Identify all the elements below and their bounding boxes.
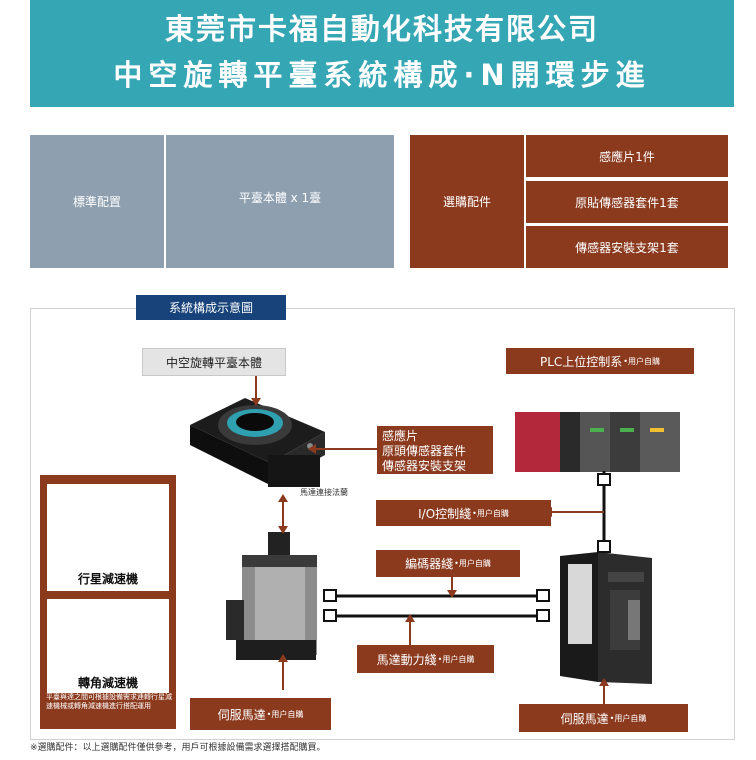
optional-item-sensor-bracket: 傳感器安裝支架1套	[526, 226, 728, 268]
optional-config-label: 選購配件	[410, 135, 524, 268]
diagram-frame	[30, 308, 735, 740]
sensor-accessories-list: 感應片 原頭傳感器套件 傳感器安裝支架	[377, 426, 493, 474]
power-cable-text: 馬達動力綫	[376, 652, 437, 667]
io-cable-note: •用户自購	[472, 508, 509, 518]
page-subtitle: 中空旋轉平臺系統構成·N開環步進	[113, 58, 651, 92]
plc-label: PLC上位控制系•用户自購	[506, 348, 694, 374]
section-tag: 系統構成示意圖	[136, 295, 286, 320]
standard-config-label: 標準配置	[30, 135, 164, 268]
platform-label: 中空旋轉平臺本體	[142, 348, 286, 376]
servo-motor-label: 伺服馬達•用户自購	[190, 698, 331, 730]
encoder-cable-label: 編碼器綫•用户自購	[376, 550, 520, 577]
footnote: ※選購配件：以上選購配件僅供參考，用戶可根據設備需求選擇搭配購買。	[30, 743, 326, 753]
plc-label-text: PLC上位控制系	[539, 354, 623, 369]
io-cable-label: I/O控制綫•用户自購	[376, 500, 551, 526]
sensor-line-bracket: 傳感器安裝支架	[382, 459, 467, 473]
planetary-reducer-card: 行星減速機	[47, 484, 169, 591]
sensor-line-plate: 感應片	[382, 429, 419, 443]
right-angle-reducer-card: 轉角減速機	[47, 599, 169, 693]
servo-motor-note: •用户自購	[266, 709, 304, 719]
standard-config-value: 平臺本體 x 1臺	[166, 135, 394, 268]
servo-motor-image	[226, 532, 317, 660]
servo-driver-text: 伺服馬達	[560, 711, 609, 726]
header-banner: 東莞市卡福自動化科技有限公司 中空旋轉平臺系統構成·N開環步進	[30, 0, 734, 107]
plc-image	[515, 412, 680, 472]
plc-label-note: •用户自購	[623, 356, 661, 366]
reducer-note: 平臺與達之間可根據設備需求連轉行星減速機械或轉角減速機進行搭配運用	[46, 693, 172, 710]
encoder-cable-note: •用户自購	[454, 559, 491, 568]
motor-flange-label: 馬達連接法蘭	[300, 488, 348, 497]
power-cable-label: 馬達動力綫•用户自購	[357, 645, 494, 673]
planetary-reducer-label: 行星減速機	[77, 572, 138, 586]
power-cable-note: •用户自購	[437, 654, 475, 664]
sensor-line-kit: 原頭傳感器套件	[382, 444, 467, 458]
servo-motor-text: 伺服馬達	[217, 707, 266, 722]
servo-driver-image	[560, 552, 652, 684]
company-title: 東莞市卡福自動化科技有限公司	[164, 12, 599, 46]
right-angle-reducer-label: 轉角減速機	[77, 676, 138, 690]
optional-item-sensor-kit: 原貼傳感器套件1套	[526, 181, 728, 223]
optional-item-sensor-plate: 感應片1件	[526, 135, 728, 177]
servo-driver-note: •用户自購	[609, 713, 647, 723]
servo-driver-label: 伺服馬達•用户自購	[519, 704, 688, 732]
encoder-cable-text: 編碼器綫	[405, 557, 454, 571]
reducer-panel: 行星減速機 轉角減速機	[40, 475, 176, 729]
rotary-platform-image	[190, 398, 325, 487]
io-cable-text: I/O控制綫	[418, 506, 472, 521]
